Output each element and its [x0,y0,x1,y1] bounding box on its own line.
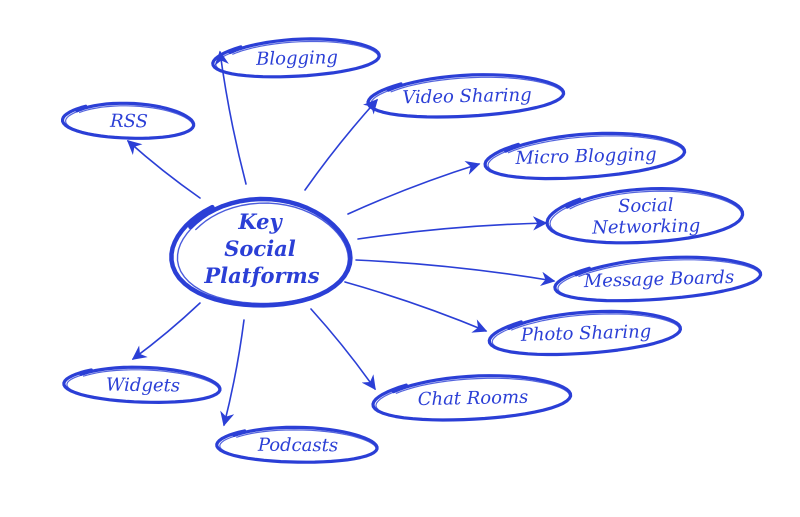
node-ellipse-inner-rss [65,105,194,139]
arrow-to-photo-sharing [344,281,488,333]
node-label-social-networking-2: Networking [591,215,701,238]
arrow-to-podcasts [220,319,245,427]
arrow-to-rss [126,140,201,199]
node-label-photo-sharing: Photo Sharing [520,321,652,346]
node-rss: RSS [61,101,196,140]
arrow-to-widgets [131,302,201,360]
node-podcasts: Podcasts [215,425,379,464]
node-label-blogging: Blogging [255,47,338,70]
node-ellipse-inner-video-sharing [370,76,564,118]
arrow-to-video-sharing [304,98,378,191]
node-label-podcasts: Podcasts [257,435,338,457]
node-label-chat-rooms: Chat Rooms [418,387,529,410]
center-label-line-3: Platforms [203,263,319,288]
node-ellipse-inner-chat-rooms [375,377,571,421]
arrow-to-blogging [214,50,247,185]
arrow-to-social-networking [357,216,548,240]
node-label-social-networking-1: Social [618,195,674,217]
arrow-to-chat-rooms [310,308,376,391]
node-ellipse-inner-message-boards [557,259,761,301]
node-label-message-boards: Message Boards [583,267,735,292]
node-label-micro-blogging: Micro Blogging [514,144,657,169]
node-ellipse-inner-social-networking [549,190,743,243]
node-chat-rooms: Chat Rooms [371,374,573,422]
node-ellipse-inner-widgets [66,369,220,403]
node-ellipse-inner-photo-sharing [491,313,681,355]
node-video-sharing: Video Sharing [366,73,566,119]
node-blogging: Blogging [211,37,381,79]
node-label-widgets: Widgets [106,374,180,396]
node-message-boards: Message Boards [553,255,763,303]
node-micro-blogging: Micro Blogging [483,131,687,181]
arrows-layer [126,50,556,427]
arrow-to-message-boards [355,259,556,286]
center-ellipse [169,196,353,308]
center-label-line-2: Social [224,236,296,261]
node-photo-sharing: Photo Sharing [487,309,682,357]
node-ellipse-inner-micro-blogging [487,135,685,179]
node-ellipse-inner-blogging [215,40,379,77]
arrow-to-micro-blogging [347,161,481,215]
node-label-rss: RSS [109,111,148,133]
center-ellipse-inner [176,202,350,305]
node-label-video-sharing: Video Sharing [402,85,532,109]
node-ellipse-inner-podcasts [219,429,377,463]
node-widgets: Widgets [62,365,222,404]
center-label-line-1: Key [237,209,283,234]
